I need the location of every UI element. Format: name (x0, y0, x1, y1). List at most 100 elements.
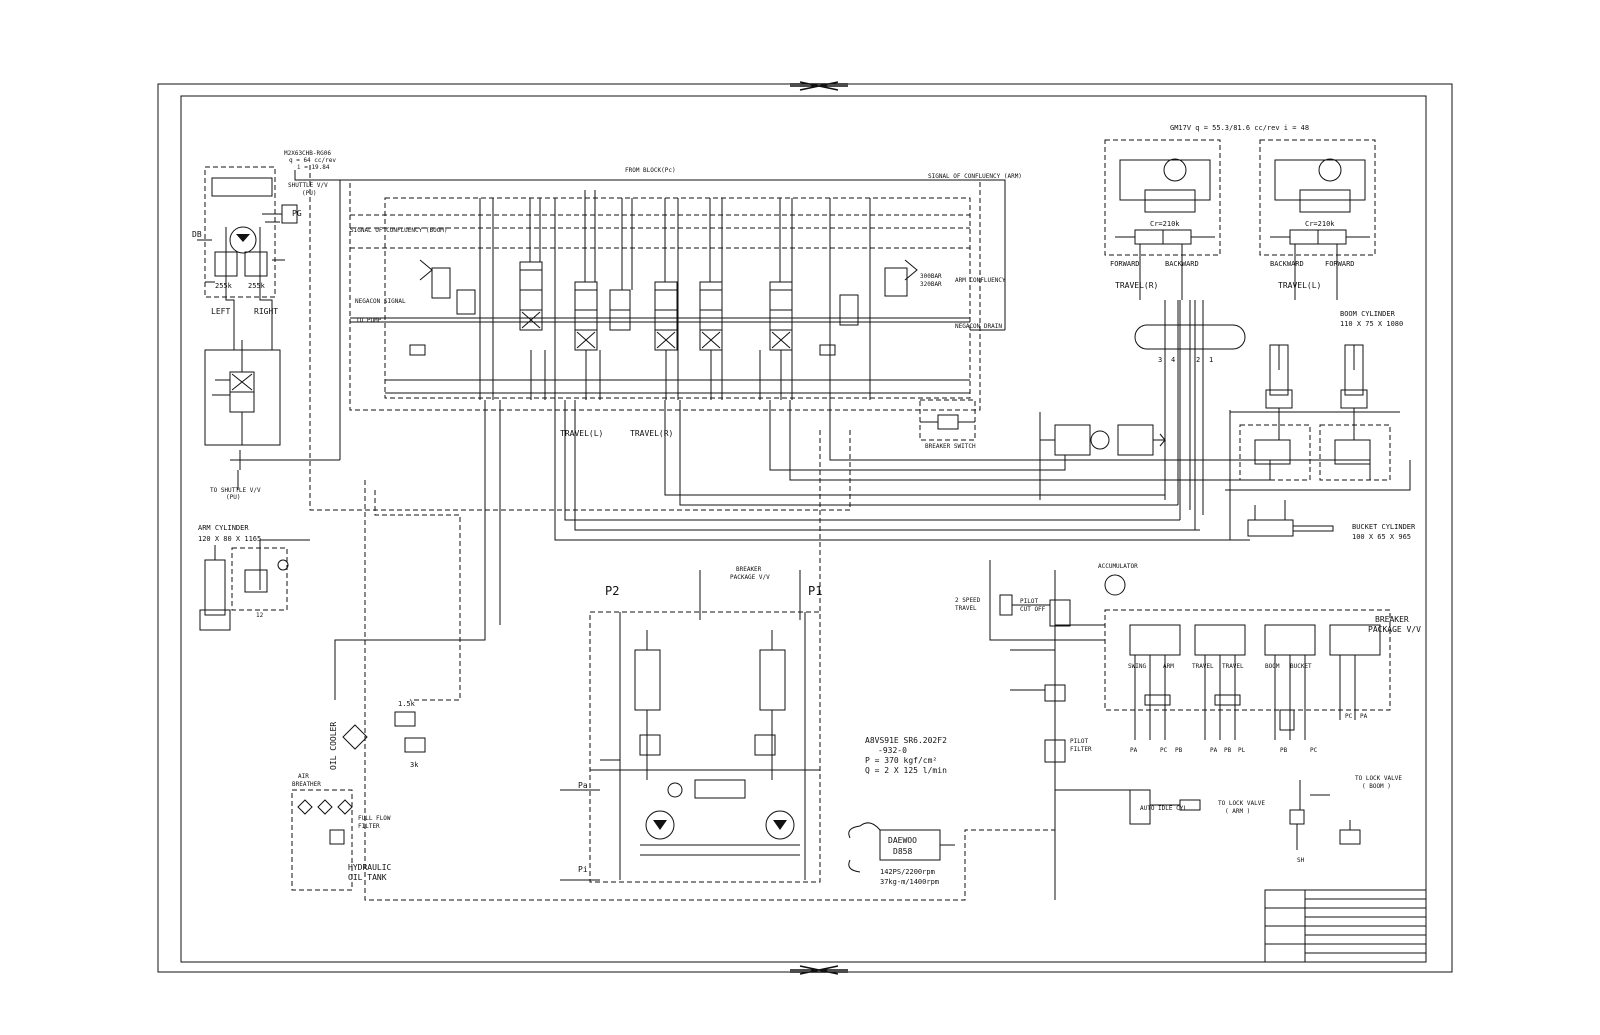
to-lock-valve-boom-label-2: ( BOOM ) (1362, 783, 1391, 790)
boom-cylinders: BOOM CYLINDER 110 X 75 X 1080 (1230, 310, 1403, 481)
arm-confluency-label: ARM CONFLUENCY (955, 277, 1006, 284)
pilot-port-0: PA (1130, 747, 1138, 754)
pilot-travel-label-2: TRAVEL (1222, 663, 1244, 670)
travel-motor-right: Cr=210k FORWARD BACKWARD TRAVEL(R) (1104, 139, 1221, 300)
centering-mark-bottom (790, 965, 848, 975)
swing-control-valve: TO SHUTTLE V/V (PU) (204, 180, 341, 501)
breaker-package-label: BREAKER (1375, 615, 1409, 624)
pilot-supply: 2 SPEED TRAVEL PILOT CUT OFF PILOT FILTE… (730, 566, 1402, 900)
hose-3: 3 (1158, 356, 1162, 364)
relief-right-label: 255k (248, 282, 266, 290)
breaker-switch-label: BREAKER SWITCH (925, 443, 976, 450)
forward-l-label: FORWARD (1325, 260, 1355, 268)
arm-cylinder-size-label: 120 X 80 X 1165 (198, 535, 261, 543)
pump-flow-label: Q = 2 X 125 l/min (865, 766, 947, 775)
pump-model-label: A8VS91E SR6.202F2 (865, 736, 947, 745)
breaker-switch: BREAKER SWITCH (919, 399, 976, 450)
pilot-port-3: PA (1210, 747, 1218, 754)
signal-confluency-boom-label: SIGNAL OF CONFLUENCY (BOOM) (350, 227, 448, 234)
pilot-cut-off-label-2: CUT OFF (1020, 606, 1046, 613)
backward-l-label: BACKWARD (1270, 260, 1304, 268)
to-shuttle-label-2: (PU) (226, 494, 240, 501)
relief-left-label: 255k (215, 282, 233, 290)
right-label: RIGHT (254, 307, 278, 316)
to-lock-valve-arm-label: TO LOCK VALVE (1218, 800, 1265, 807)
pilot-port-9: PA (1360, 713, 1368, 720)
title-block (1264, 889, 1427, 963)
pilot-swing-label: SWING (1128, 663, 1146, 670)
cr-l-label: Cr=210k (1305, 220, 1335, 228)
breaker-control (1039, 412, 1167, 500)
arm-relief-label: 12 (256, 612, 264, 619)
breaker-package-top-label-2: PACKAGE V/V (730, 574, 770, 581)
piping (259, 165, 1411, 901)
pilot-port-2: PB (1175, 747, 1183, 754)
to-shuttle-label: TO SHUTTLE V/V (210, 487, 261, 494)
pump-pi-label: Pi (578, 865, 588, 874)
main-control-valve: TRAVEL(L) TRAVEL(R) SIGNAL OF CONFLUENCY… (349, 167, 1022, 438)
shuttle-vv-label: SHUTTLE V/V (288, 182, 328, 189)
air-breather-label: AIR (298, 773, 309, 780)
oil-cooler-label: OIL COOLER (329, 722, 338, 770)
pilot-port-1: PC (1160, 747, 1168, 754)
hydraulic-tank-label-2: OIL TANK (348, 873, 387, 882)
travel-r-motor-label: TRAVEL(R) (1115, 281, 1158, 290)
speed-travel-label-2: TRAVEL (955, 605, 977, 612)
boom-cylinder-size-label: 110 X 75 X 1080 (1340, 320, 1403, 328)
breaker-package-top-label: BREAKER (736, 566, 762, 573)
relief-300bar-label: 300BAR (920, 273, 942, 280)
full-flow-filter-label: FULL FLOW (358, 815, 391, 822)
relief-320bar-label: 320BAR (920, 281, 942, 288)
boom-cylinder-label: BOOM CYLINDER (1340, 310, 1396, 318)
to-lock-valve-boom-label: TO LOCK VALVE (1355, 775, 1402, 782)
negacon-signal-label: NEGACON SIGNAL (355, 298, 406, 305)
hose-1: 1 (1209, 356, 1213, 364)
pilot-port-8: PC (1345, 713, 1353, 720)
pilot-bucket-label: BUCKET (1290, 663, 1312, 670)
pilot-circuit: SWING ARM TRAVEL TRAVEL BOOM BUCKET PA P… (1098, 563, 1421, 754)
swing-model-label: M2X63CHB-RG06 (284, 150, 331, 157)
center-joint: 3 4 2 1 (1134, 300, 1246, 515)
air-breather-label-2: BREATHER (292, 781, 321, 788)
signal-confluency-arm-label: SIGNAL OF CONFLUENCY (ARM) (928, 173, 1022, 180)
engine-brand-label: DAEWOO (888, 836, 917, 845)
pump-pressure-label: P = 370 kgf/cm² (865, 756, 937, 765)
hydraulic-tank: AIR BREATHER FULL FLOW FILTER HYDRAULIC … (291, 773, 392, 891)
accumulator-label: ACCUMULATOR (1098, 563, 1138, 570)
from-block-label: FROM BLOCK(Pc) (625, 167, 676, 174)
travel-r-valve-label: TRAVEL(R) (630, 429, 673, 438)
sh-label: SH (1297, 857, 1305, 864)
pg-label: PG (292, 209, 302, 218)
left-label: LEFT (211, 307, 230, 316)
pilot-port-4: PB (1224, 747, 1232, 754)
arm-cylinder-label: ARM CYLINDER (198, 524, 249, 532)
hydraulic-tank-label: HYDRAULIC (348, 863, 392, 872)
engine-model-label: D858 (893, 847, 912, 856)
travel-l-valve-label: TRAVEL(L) (560, 429, 603, 438)
backward-r-label: BACKWARD (1165, 260, 1199, 268)
pilot-filter-label-2: FILTER (1070, 746, 1092, 753)
db-label: DB (192, 230, 202, 239)
inner-frame (180, 95, 1427, 963)
cr-r-label: Cr=210k (1150, 220, 1180, 228)
hose-4: 4 (1171, 356, 1175, 364)
engine-power-label: 142PS/2200rpm (880, 868, 935, 876)
swing-q-label: q = 64 cc/rev (289, 157, 336, 164)
pump-p1-label: P1 (808, 584, 822, 598)
relief-1-5k-label: 1.5k (398, 700, 416, 708)
main-pump: P2 P1 Pa Pi A8VS91E SR6.202F2 -932-0 P =… (560, 584, 947, 883)
pilot-port-6: PB (1280, 747, 1288, 754)
pilot-arm-label: ARM (1163, 663, 1174, 670)
centering-mark-top (790, 81, 848, 91)
pump-p2-label: P2 (605, 584, 619, 598)
bucket-cylinder-size-label: 100 X 65 X 965 (1352, 533, 1411, 541)
full-flow-filter-label-2: FILTER (358, 823, 380, 830)
oil-cooler: OIL COOLER 1.5k 3k (329, 700, 426, 770)
pilot-port-5: PL (1238, 747, 1246, 754)
breaker-package-label-2: PACKAGE V/V (1368, 625, 1421, 634)
engine: DAEWOO D858 142PS/2200rpm 37kg-m/1400rpm (848, 822, 955, 886)
bucket-cylinder: BUCKET CYLINDER 100 X 65 X 965 (1247, 500, 1416, 541)
to-pump-label: TO PUMP (356, 317, 382, 324)
swing-motor: PG DB 255k 255k LEFT RIGHT (192, 166, 302, 350)
